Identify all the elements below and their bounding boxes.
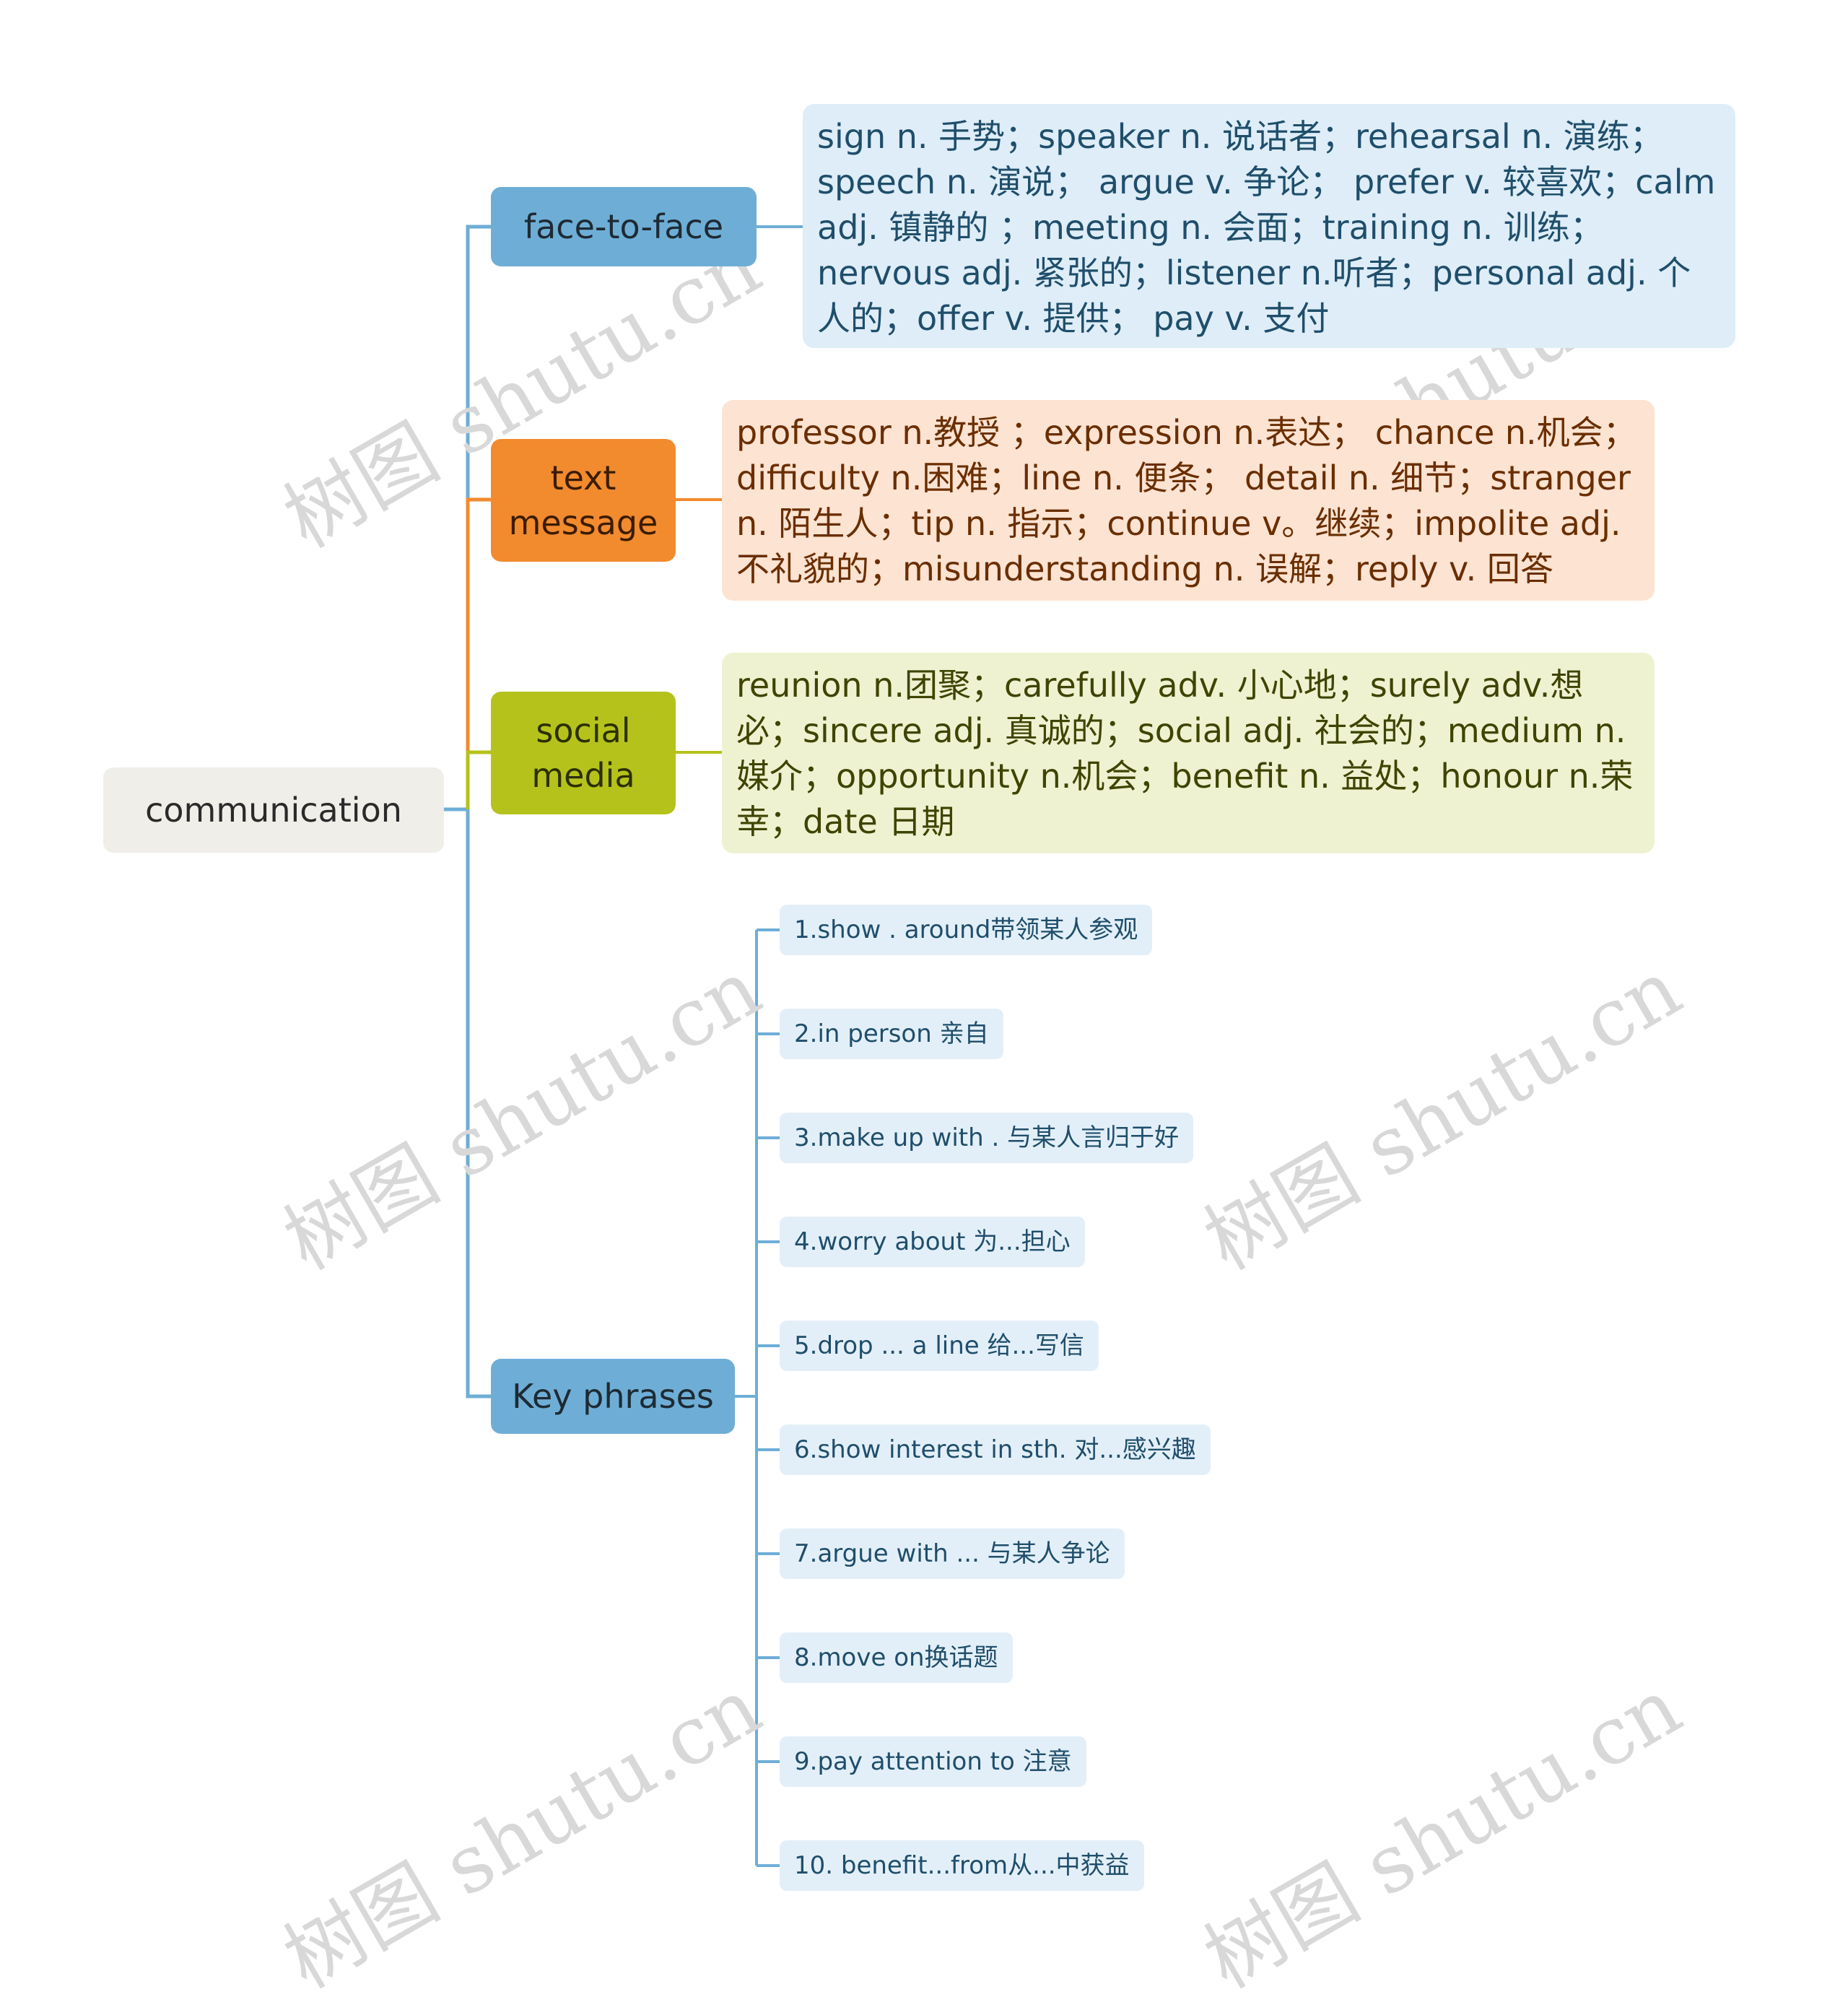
phrase-item[interactable]: 8.move on换话题 [780,1632,1013,1683]
phrase-item[interactable]: 6.show interest in sth. 对...感兴趣 [780,1424,1211,1475]
phrase-item[interactable]: 1.show . around带领某人参观 [780,905,1153,955]
branch-key-phrases[interactable]: Key phrases [491,1359,735,1434]
phrase-item[interactable]: 10. benefit...from从...中获益 [780,1840,1144,1891]
branch-text-message[interactable]: text message [491,439,676,562]
branch-label: face-to-face [523,207,724,246]
branch-label: text message [508,458,658,542]
branch-face-to-face[interactable]: face-to-face [491,187,757,266]
detail-text: reunion n.团聚；carefully adv. 小心地；surely a… [736,666,1634,841]
detail-text: professor n.教授 ；expression n.表达； chance … [736,413,1636,588]
detail-text: sign n. 手势；speaker n. 说话者；rehearsal n. 演… [817,117,1716,338]
phrase-item[interactable]: 2.in person 亲自 [780,1009,1003,1059]
phrase-item[interactable]: 7.argue with ... 与某人争论 [780,1528,1125,1579]
detail-face-to-face: sign n. 手势；speaker n. 说话者；rehearsal n. 演… [803,104,1735,348]
branch-social-media[interactable]: social media [491,692,676,814]
phrase-item[interactable]: 3.make up with . 与某人言归于好 [780,1113,1194,1163]
detail-text-message: professor n.教授 ；expression n.表达； chance … [722,400,1655,601]
connector-social-media [466,750,491,809]
detail-social-media: reunion n.团聚；carefully adv. 小心地；surely a… [722,653,1655,853]
phrase-item[interactable]: 9.pay attention to 注意 [780,1736,1086,1787]
connector-face-to-face [466,225,491,809]
connector-key-phrases [466,809,491,1398]
root-node[interactable]: communication [103,767,444,853]
root-label: communication [145,791,402,830]
branch-label: social media [531,711,635,795]
phrase-item[interactable]: 5.drop ... a line 给...写信 [780,1321,1099,1371]
connector-text-message [466,497,491,809]
phrase-item[interactable]: 4.worry about 为...担心 [780,1217,1085,1267]
branch-label: Key phrases [512,1377,714,1416]
